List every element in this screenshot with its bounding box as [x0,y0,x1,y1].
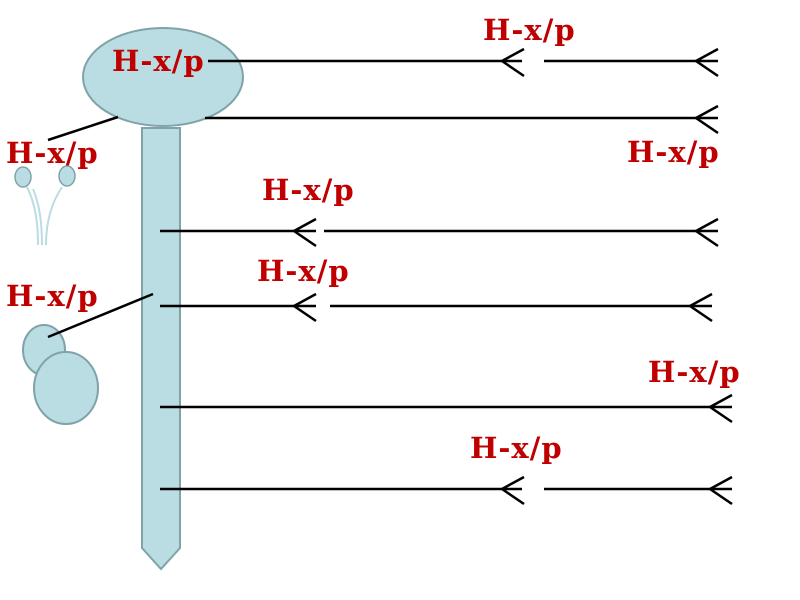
label-pathway-5: H-x/p [648,355,741,389]
pathway-line-5 [160,395,732,422]
label-pathway-3: H-x/p [262,173,355,207]
pathway-line-3 [160,219,718,246]
dendrite-drops [15,166,75,245]
label-nucleus: H-x/p [112,44,205,78]
label-left-upper: H-x/p [6,136,99,170]
pathway-line-1 [208,49,718,76]
pathway-line-6 [160,477,732,504]
label-left-lower: H-x/p [6,279,99,313]
label-pathway-1: H-x/p [483,13,576,47]
label-pathway-6: H-x/p [470,431,563,465]
cell-cluster [23,325,98,424]
label-pathway-4: H-x/p [257,254,350,288]
pathway-line-2 [205,106,718,133]
axon-column [142,128,180,569]
label-pathway-2: H-x/p [627,135,720,169]
pathway-line-4 [160,294,712,321]
